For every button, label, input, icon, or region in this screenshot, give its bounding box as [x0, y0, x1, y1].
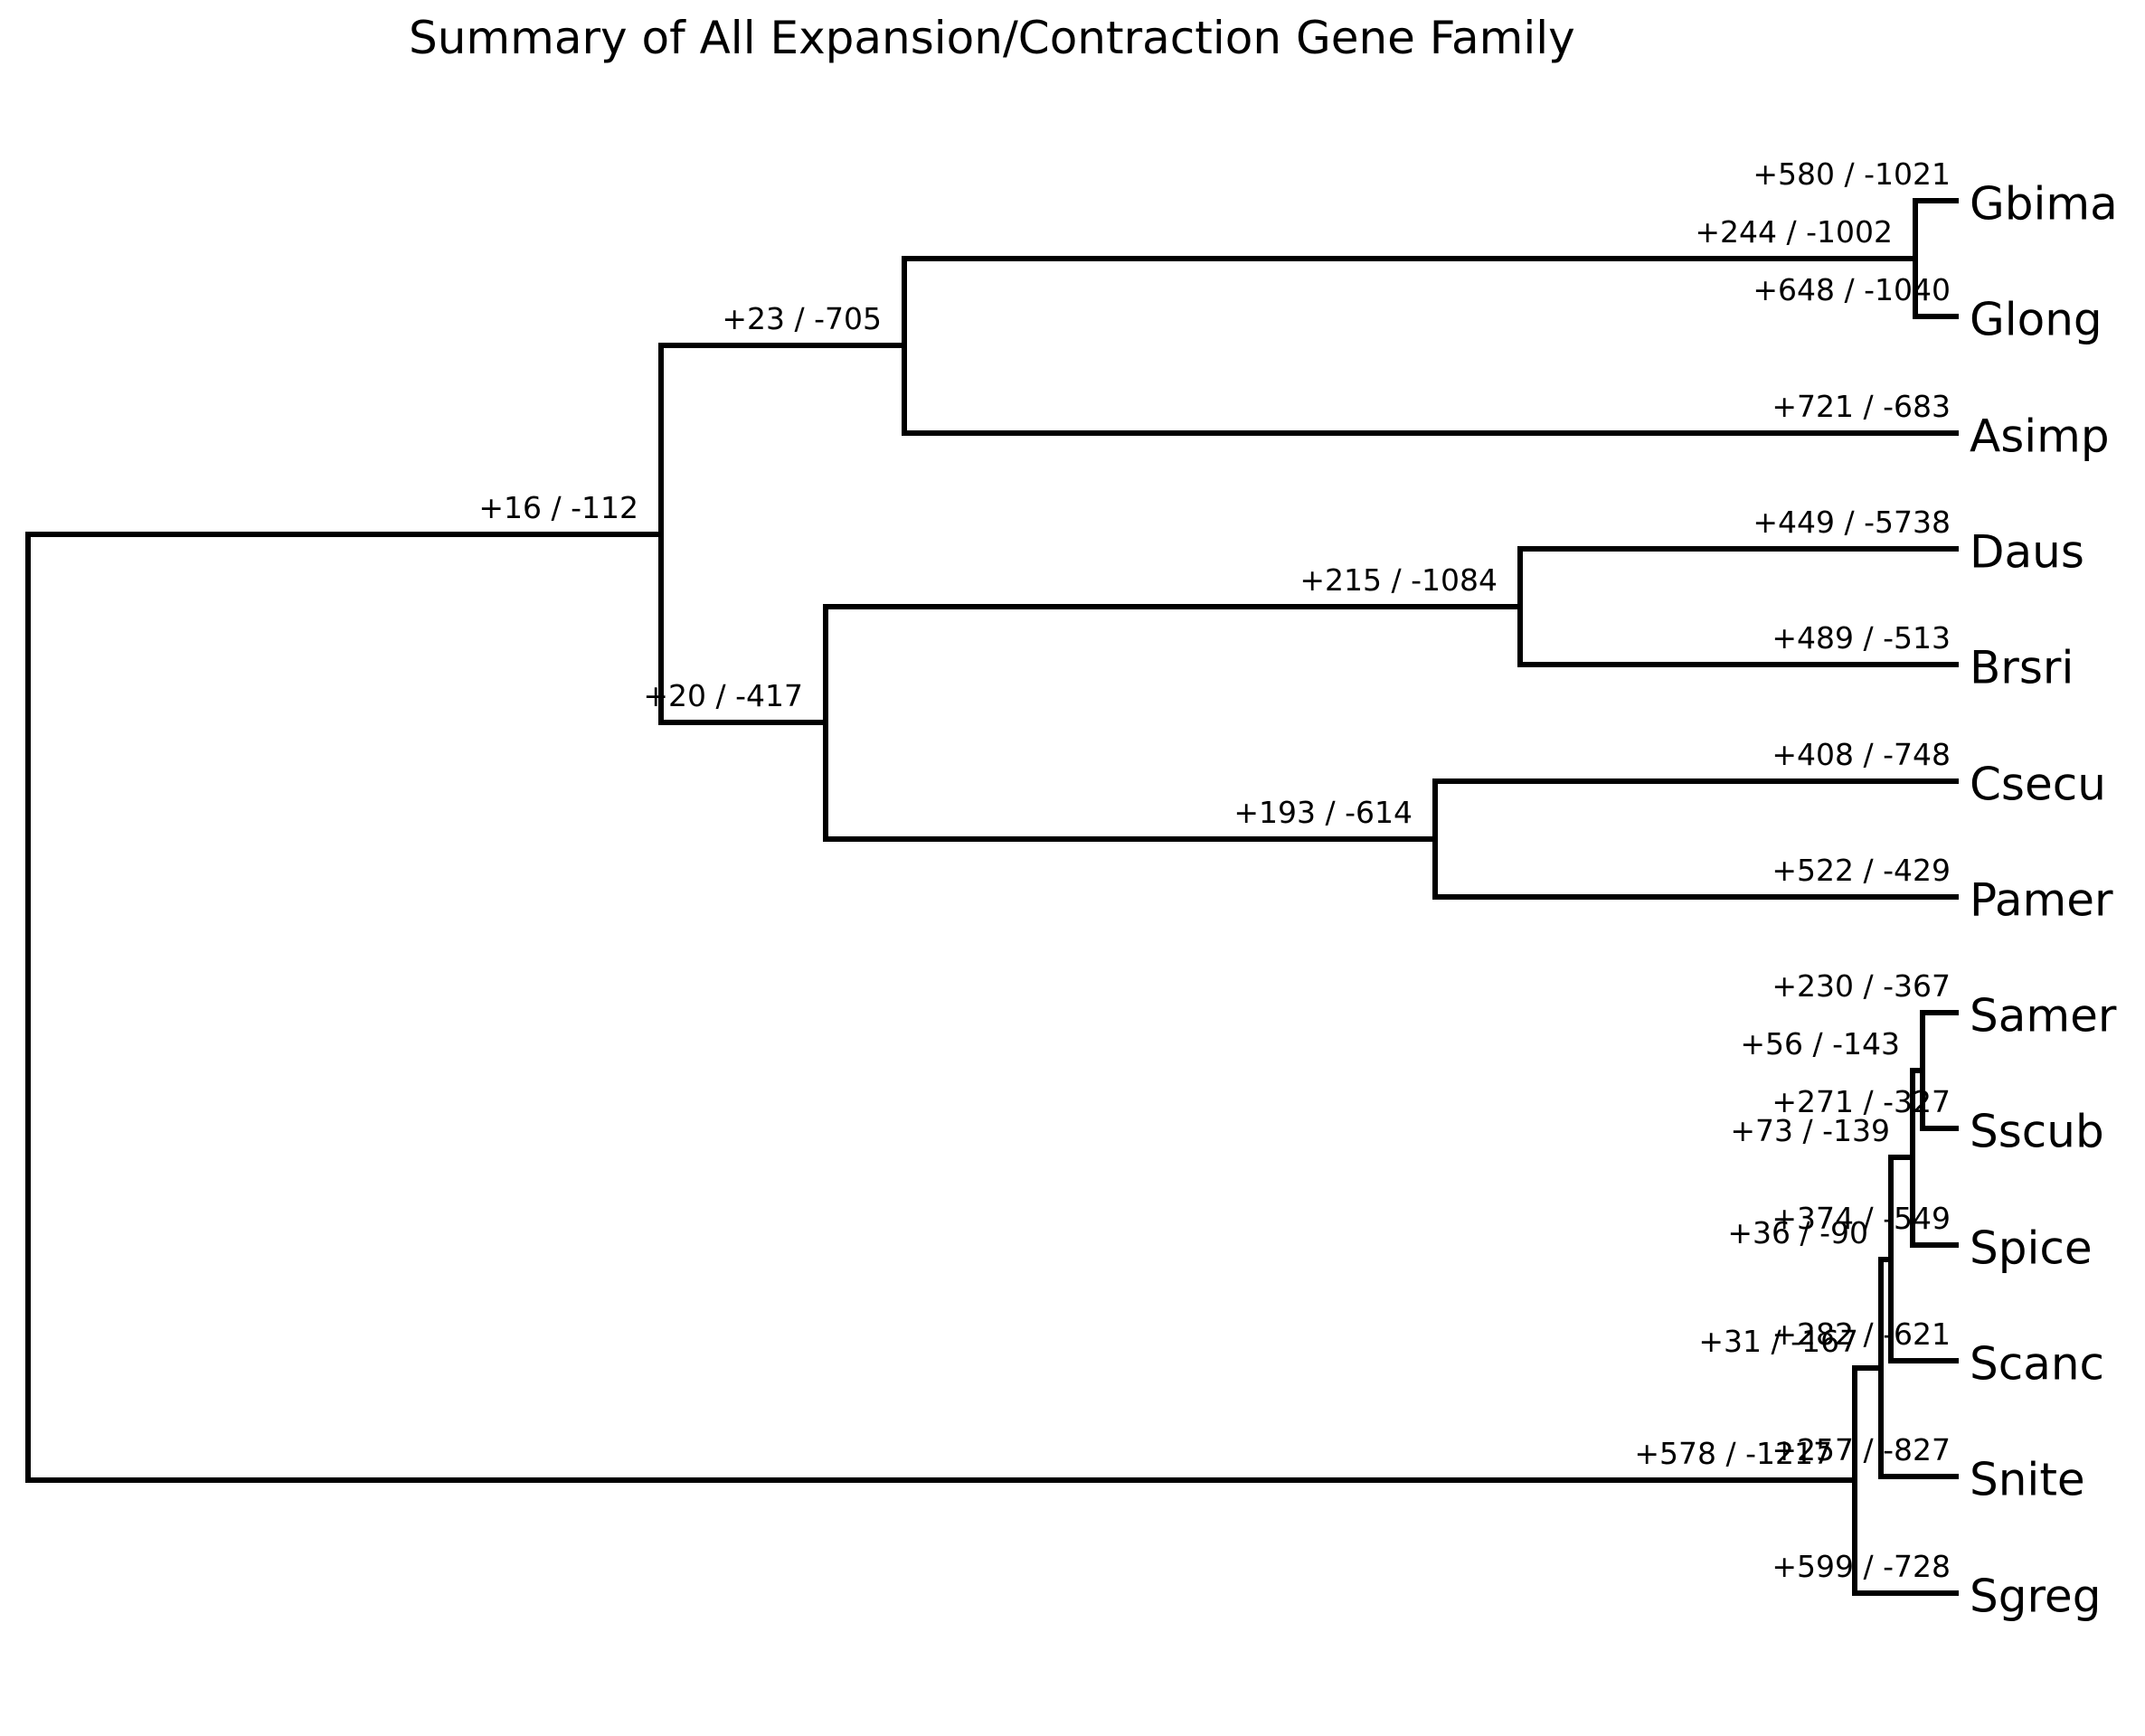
- tip-branch-count-label: +522 / -429: [1772, 852, 1951, 888]
- tip-branch-count-label: +282 / -621: [1772, 1316, 1951, 1353]
- node-line-vertical: [658, 343, 664, 726]
- branch-line-horizontal: [658, 343, 907, 349]
- tip-branch-count-label: +449 / -5738: [1753, 504, 1951, 540]
- internal-branch-count-label: +578 / -1217: [1634, 1436, 1832, 1472]
- branch-line-horizontal: [25, 531, 664, 537]
- tip-label-daus: Daus: [1970, 525, 2084, 579]
- tip-branch-count-label: +599 / -728: [1772, 1548, 1951, 1584]
- node-line-vertical: [1920, 1010, 1925, 1132]
- node-line-vertical: [1910, 1068, 1915, 1248]
- tip-branch-count-label: +489 / -513: [1772, 620, 1951, 656]
- branch-line-horizontal: [1888, 1358, 1959, 1363]
- branch-line-horizontal: [823, 604, 1523, 610]
- tip-branch-count-label: +408 / -748: [1772, 736, 1951, 772]
- branch-line-horizontal: [1878, 1256, 1894, 1262]
- branch-line-horizontal: [658, 720, 828, 726]
- node-line-vertical: [25, 531, 31, 1484]
- tip-branch-count-label: +648 / -1040: [1753, 272, 1951, 308]
- tip-branch-count-label: +271 / -327: [1772, 1084, 1951, 1120]
- internal-branch-count-label: +193 / -614: [1233, 794, 1413, 830]
- branch-line-horizontal: [1913, 314, 1959, 320]
- branch-line-horizontal: [1517, 662, 1959, 668]
- branch-line-horizontal: [1432, 778, 1959, 784]
- tip-label-gbima: Gbima: [1970, 177, 2118, 231]
- branch-line-horizontal: [902, 429, 1959, 436]
- branch-line-horizontal: [1920, 1126, 1959, 1132]
- node-line-vertical: [902, 256, 907, 436]
- node-line-vertical: [1913, 198, 1918, 320]
- tip-label-scanc: Scanc: [1970, 1337, 2105, 1391]
- branch-line-horizontal: [902, 256, 1918, 262]
- tip-branch-count-label: +580 / -1021: [1753, 156, 1951, 193]
- tip-label-pamer: Pamer: [1970, 873, 2113, 927]
- internal-branch-count-label: +244 / -1002: [1695, 214, 1893, 250]
- tip-label-sgreg: Sgreg: [1970, 1570, 2102, 1623]
- tip-label-brsri: Brsri: [1970, 641, 2074, 694]
- branch-line-horizontal: [1432, 893, 1959, 900]
- tip-label-glong: Glong: [1970, 293, 2102, 346]
- branch-line-horizontal: [1920, 1010, 1959, 1016]
- branch-line-horizontal: [1888, 1155, 1915, 1161]
- tip-label-asimp: Asimp: [1970, 410, 2110, 463]
- internal-branch-count-label: +23 / -705: [722, 301, 882, 337]
- internal-branch-count-label: +16 / -112: [478, 489, 638, 525]
- branch-line-horizontal: [1852, 1590, 1959, 1596]
- tip-label-csecu: Csecu: [1970, 758, 2106, 810]
- tip-branch-count-label: +230 / -367: [1772, 968, 1951, 1005]
- branch-line-horizontal: [1913, 198, 1959, 203]
- branch-line-horizontal: [823, 835, 1438, 842]
- chart-title: Summary of All Expansion/Contraction Gen…: [409, 12, 1575, 64]
- internal-branch-count-label: +215 / -1084: [1299, 562, 1498, 599]
- node-line-vertical: [823, 604, 828, 842]
- branch-line-horizontal: [25, 1477, 1857, 1484]
- node-line-vertical: [1888, 1155, 1894, 1363]
- node-line-vertical: [1852, 1365, 1857, 1596]
- branch-line-horizontal: [1852, 1365, 1884, 1372]
- internal-branch-count-label: +20 / -417: [643, 678, 803, 714]
- tip-branch-count-label: +257 / -827: [1772, 1432, 1951, 1468]
- internal-branch-count-label: +31 / -167: [1698, 1324, 1858, 1360]
- tip-label-spice: Spice: [1970, 1222, 2093, 1275]
- branch-line-horizontal: [1517, 545, 1959, 552]
- node-line-vertical: [1878, 1256, 1884, 1480]
- branch-line-horizontal: [1910, 1241, 1959, 1248]
- branch-line-horizontal: [1878, 1474, 1959, 1480]
- internal-branch-count-label: +73 / -139: [1730, 1113, 1890, 1149]
- tip-branch-count-label: +374 / -549: [1772, 1200, 1951, 1236]
- tip-label-snite: Snite: [1970, 1453, 2085, 1506]
- internal-branch-count-label: +56 / -143: [1740, 1026, 1900, 1062]
- tip-label-samer: Samer: [1970, 989, 2117, 1043]
- tip-branch-count-label: +721 / -683: [1772, 388, 1951, 424]
- internal-branch-count-label: +36 / -90: [1727, 1214, 1868, 1250]
- tip-label-sscub: Sscub: [1970, 1105, 2104, 1158]
- branch-line-horizontal: [1910, 1068, 1925, 1074]
- node-line-vertical: [1432, 778, 1438, 900]
- node-line-vertical: [1517, 545, 1523, 668]
